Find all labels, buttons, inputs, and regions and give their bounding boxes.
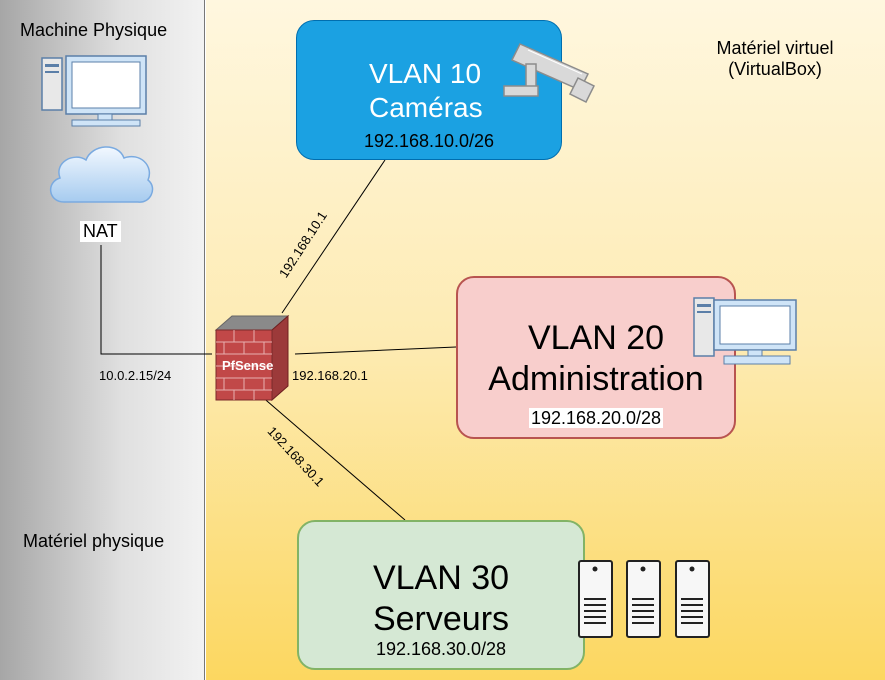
pfsense-to-vlan30-line [259,394,406,521]
vlan30-box: VLAN 30 Serveurs 192.168.30.0/28 [297,520,585,670]
vlan20-id-label: VLAN 20 [527,319,665,357]
desktop-computer-icon [693,297,797,365]
wan-ip-label: 10.0.2.15/24 [99,368,172,383]
vlan20-name-label: Administration [488,359,704,398]
vlan20-network-text: 192.168.20.0/28 [528,408,664,428]
desktop-computer-icon [41,55,147,127]
security-camera-icon [503,43,596,104]
vlan10-title: VLAN 10 Caméras [297,57,561,124]
materiel-virtuel-label: Matériel virtuel (VirtualBox) [700,38,850,80]
vlan20-title: VLAN 20 Administration [458,318,734,400]
vlan20-gateway-label: 192.168.20.1 [292,368,368,383]
vlan10-network-label: 192.168.10.0/26 [363,131,495,151]
vlan30-id-label: VLAN 30 [372,559,510,597]
server-icon [578,560,710,638]
firewall-icon [214,314,290,402]
vlan10-name-label: Caméras [369,91,483,123]
materiel-virtuel-line1: Matériel virtuel [716,38,834,58]
materiel-virtuel-line2: (VirtualBox) [728,59,822,79]
nat-to-pfsense-line [100,245,212,355]
vlan20-box: VLAN 20 Administration 192.168.20.0/28 [456,276,736,439]
nat-label: NAT [80,221,121,242]
vlan10-id-label: VLAN 10 [369,58,482,89]
pfsense-to-vlan20-line [294,346,457,355]
pfsense-label: PfSense [222,358,274,373]
vlan30-title: VLAN 30 Serveurs [299,558,583,640]
vlan30-network-label: 192.168.30.0/28 [375,639,507,659]
vlan30-name-label: Serveurs [372,599,510,638]
materiel-physique-label: Matériel physique [23,531,165,551]
vlan20-network-label: 192.168.20.0/28 [458,408,734,429]
cloud-icon [50,146,154,203]
pfsense-to-vlan10-line [281,159,386,314]
machine-physique-label: Machine Physique [20,20,168,40]
